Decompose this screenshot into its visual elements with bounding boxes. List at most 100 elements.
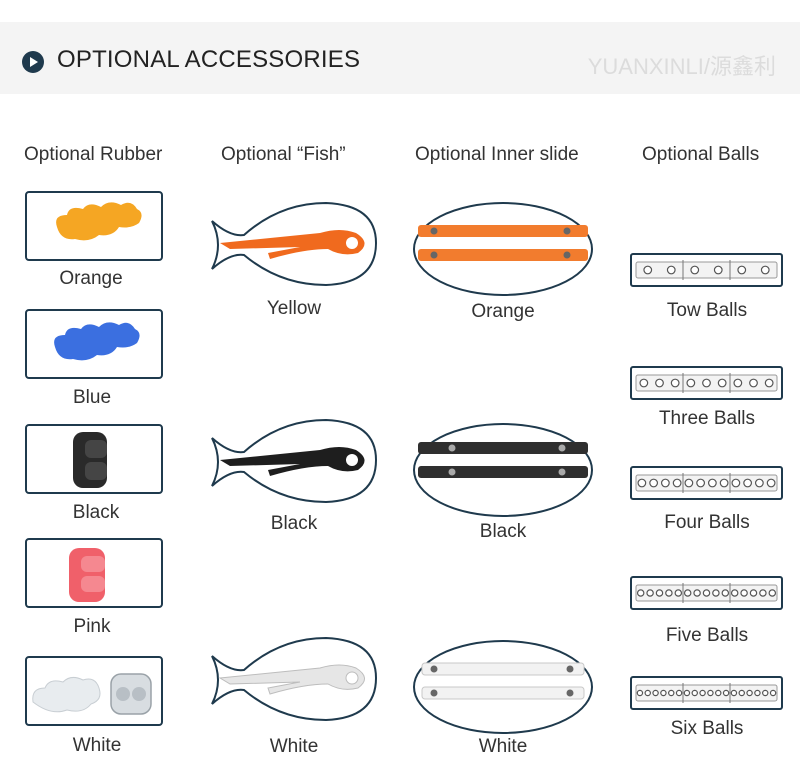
rubber-black-card: [25, 424, 163, 494]
ball: [754, 689, 761, 697]
ball: [733, 378, 743, 388]
ball: [683, 689, 691, 697]
orange-rubber-image: [56, 202, 142, 241]
rubber-pink-card: [25, 538, 163, 608]
balls-six-label: Six Balls: [670, 718, 744, 739]
ball: [636, 689, 644, 697]
slide-black-label: Black: [479, 521, 527, 542]
slide-white-label: White: [478, 736, 528, 757]
ball: [643, 265, 653, 275]
three-balls-strip-image: [635, 373, 778, 393]
ball: [696, 478, 706, 488]
ball: [746, 689, 753, 697]
ball: [655, 589, 664, 597]
ball-rail: [635, 474, 778, 492]
brand-watermark: YUANXINLI/源鑫利: [587, 54, 776, 79]
balls-three-label: Three Balls: [658, 408, 756, 429]
ball: [731, 478, 741, 488]
fish-column-title: Optional “Fish”: [221, 144, 346, 165]
ball: [721, 589, 730, 597]
balls-four-label: Four Balls: [664, 512, 750, 533]
fish-yellow-image: [211, 201, 378, 287]
fish-white-label: White: [269, 736, 319, 757]
ball: [730, 689, 738, 697]
ball: [722, 689, 730, 697]
slide-white-image: [413, 640, 593, 734]
balls-six-card: [630, 676, 783, 710]
balls-five-card: [630, 576, 783, 610]
six-balls-strip-image: [635, 683, 778, 703]
ball: [639, 378, 649, 388]
ball: [683, 589, 692, 597]
rubber-column-title: Optional Rubber: [24, 144, 163, 165]
ball-rail: [635, 261, 778, 279]
ball: [715, 689, 722, 697]
black-rubber-image: [73, 432, 107, 488]
ball: [637, 478, 647, 488]
ball: [702, 589, 711, 597]
ball: [743, 478, 753, 488]
fish-yellow-label: Yellow: [266, 298, 322, 319]
balls-five-label: Five Balls: [665, 625, 749, 646]
ball: [740, 589, 748, 597]
ball: [717, 378, 727, 388]
fish-black-label: Black: [270, 513, 318, 534]
white-rubber-image: [32, 673, 152, 715]
ball: [644, 689, 651, 697]
ball: [660, 689, 667, 697]
blue-rubber-image: [54, 322, 140, 361]
slide-black-image: [413, 423, 593, 517]
ball: [649, 478, 659, 488]
ball: [691, 689, 698, 697]
ball: [749, 378, 758, 388]
slide-orange-label: Orange: [471, 301, 535, 322]
slide-column-title: Optional Inner slide: [415, 144, 579, 165]
ball: [737, 265, 747, 275]
ball: [754, 478, 764, 488]
ball: [655, 378, 664, 388]
rubber-orange-label: Orange: [59, 268, 123, 289]
ball: [674, 589, 683, 597]
ball: [636, 589, 645, 597]
ball: [660, 478, 670, 488]
ball: [769, 689, 777, 697]
balls-three-card: [630, 366, 783, 400]
ball: [766, 478, 776, 488]
balls-column-title: Optional Balls: [642, 144, 760, 165]
ball: [699, 689, 706, 697]
ball: [652, 689, 659, 697]
rubber-blue-card: [25, 309, 163, 379]
rubber-white-label: White: [72, 735, 122, 756]
ball: [675, 689, 683, 697]
rubber-orange-card: [25, 191, 163, 261]
ball: [730, 589, 739, 597]
ball: [762, 689, 769, 697]
ball: [768, 589, 777, 597]
pink-rubber-image: [69, 548, 105, 602]
ball: [707, 478, 717, 488]
five-balls-strip-image: [635, 583, 778, 603]
ball: [712, 589, 720, 597]
section-title: OPTIONAL ACCESSORIES: [57, 46, 361, 73]
ball-rail: [635, 684, 778, 702]
balls-two-label: Tow Balls: [666, 300, 748, 321]
ball: [686, 378, 696, 388]
ball: [666, 265, 676, 275]
ball: [690, 265, 700, 275]
ball: [713, 265, 723, 275]
ball: [684, 478, 694, 488]
four-balls-strip-image: [635, 473, 778, 493]
fish-black-image: [211, 418, 378, 504]
balls-four-card: [630, 466, 783, 500]
rubber-blue-label: Blue: [72, 387, 112, 408]
ball: [759, 589, 767, 597]
section-header: OPTIONAL ACCESSORIES YUANXINLI/源鑫利: [0, 22, 800, 94]
ball: [646, 589, 654, 597]
ball: [665, 589, 673, 597]
ball: [670, 378, 680, 388]
ball: [738, 689, 745, 697]
ball: [693, 589, 701, 597]
ball: [668, 689, 675, 697]
ball: [749, 589, 758, 597]
balls-two-card: [630, 253, 783, 287]
